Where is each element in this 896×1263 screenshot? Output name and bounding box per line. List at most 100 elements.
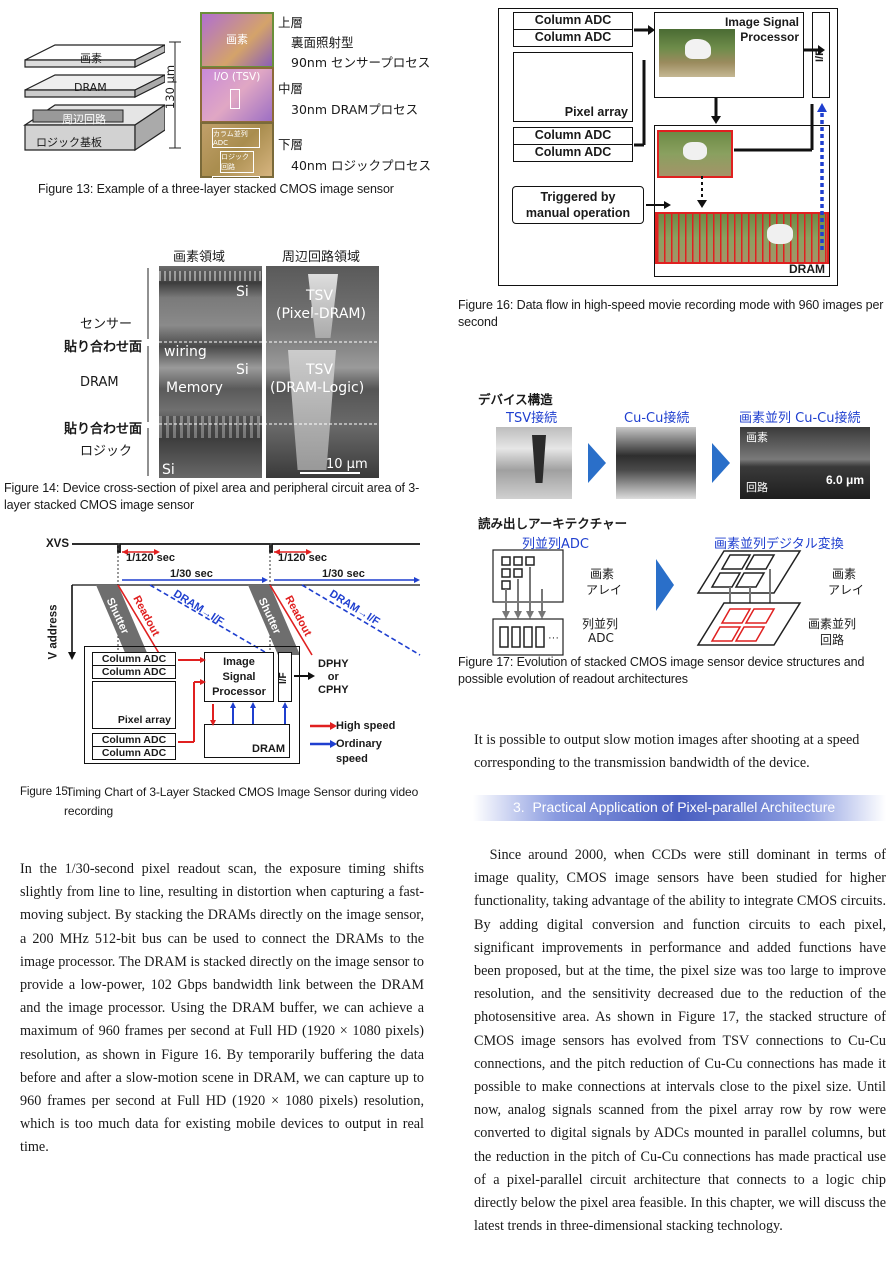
fig17-pixel-array-a-l2: アレイ (586, 583, 623, 597)
fig13-chip-top-label: 画素 (226, 33, 248, 46)
fig16-dram-photo-1 (657, 130, 733, 178)
fig15-isp-l1: Image (223, 656, 255, 668)
fig13-top-layer-line1: 裏面照射型 (291, 35, 354, 50)
fig16-dram-label: DRAM (789, 262, 825, 276)
fig15-legend-ord2: speed (336, 753, 368, 765)
fig17-pixel-circuit-l1: 画素並列 (808, 617, 857, 631)
fig13-mid-layer-line1: 30nm DRAMプロセス (291, 102, 419, 117)
fig15-block-frame (84, 646, 300, 764)
fig15-dram: DRAM (204, 724, 290, 758)
fig16-trigger: Triggered by manual operation (512, 186, 644, 224)
section-heading: 3. Practical Application of Pixel-parall… (513, 799, 836, 815)
fig16-frame (498, 8, 838, 286)
fig15-adc-2: Column ADC (92, 665, 176, 679)
fig15-isp-l3: Processor (212, 686, 266, 698)
fig14-scale-bar (300, 472, 360, 474)
fig13-chip-bot-label-3: カラム並列ADC (212, 176, 260, 196)
fig13-bot-layer-name: 下層 (278, 137, 304, 152)
fig17-tsv-title: TSV接続 (506, 411, 558, 426)
fig13-chip-top: 画素 (200, 12, 274, 68)
fig13-layer-pixel: 画素 (80, 52, 102, 65)
fig14-label-sensor: センサー (80, 317, 133, 332)
fig13-layer-logic: ロジック基板 (36, 136, 102, 149)
fig14-label-logic: ロジック (80, 444, 133, 459)
figure-14: 画素領域 周辺回路領域 センサー 貼り合わせ面 DRAM 貼り合わせ面 ロジック… (0, 240, 440, 520)
fig14-scale: 10 μm (326, 457, 368, 472)
fig17-cucu-photo (616, 427, 696, 499)
fig14-si-top: Si (236, 284, 249, 300)
fig16-dram-photo-strip (655, 212, 829, 264)
fig17-circuit-label: 回路 (746, 481, 768, 494)
fig14-col-left-title: 画素領域 (173, 250, 226, 265)
svg-text:···: ··· (548, 632, 559, 644)
fig17-arrow-2 (712, 443, 730, 483)
fig14-tsv1-a: TSV (306, 288, 334, 304)
fig13-top-layer-name: 上層 (278, 15, 304, 30)
fig16-trigger-l2: manual operation (525, 206, 631, 220)
fig16-adc-3: Column ADC (513, 127, 633, 145)
figure-15: XVS 1/120 sec 1/120 sec 1/30 sec 1/30 se… (0, 530, 440, 830)
fig15-xvs: XVS (46, 538, 70, 550)
fig13-top-layer-line2: 90nm センサープロセス (291, 55, 431, 70)
fig17-col-adc-diagram: ··· (492, 549, 564, 656)
fig13-height-bracket (169, 41, 181, 149)
fig13-bot-layer-line1: 40nm ロジックプロセス (291, 158, 431, 173)
fig16-pixel-array-label: Pixel array (564, 105, 628, 119)
fig15-block-arrows (178, 657, 337, 748)
fig14-label-dram: DRAM (80, 375, 119, 390)
fig15-dphy-l2: or (327, 671, 339, 683)
fig15-adc-4: Column ADC (92, 746, 176, 760)
fig14-wiring: wiring (164, 344, 207, 360)
fig14-left-photo (159, 266, 262, 478)
fig13-caption: Figure 13: Example of a three-layer stac… (38, 182, 394, 196)
fig13-chip-bot-label-2: ロジック回路 (220, 151, 254, 173)
fig15-adc-1: Column ADC (92, 652, 176, 666)
figure-16: Column ADC Column ADC Pixel array Column… (456, 0, 896, 340)
fig17-pixel-label: 画素 (746, 431, 768, 444)
fig14-memory: Memory (166, 380, 223, 396)
fig16-adc-1: Column ADC (513, 12, 633, 30)
fig13-height-label: 130 μm (163, 64, 178, 110)
fig17-device-title: デバイス構造 (478, 393, 553, 407)
fig15-timing-chart (68, 543, 421, 660)
fig17-col-adc-b-l2: ADC (588, 631, 614, 645)
fig15-isp: Image Signal Processor (204, 652, 274, 702)
fig14-bond-lines (159, 341, 379, 425)
fig14-tsv2-a: TSV (306, 362, 334, 378)
fig14-label-bond1: 貼り合わせ面 (64, 340, 143, 355)
fig14-tsv2-b: (DRAM-Logic) (270, 380, 365, 396)
left-paragraph: In the 1/30-second pixel readout scan, t… (20, 861, 424, 1156)
fig17-pixel-array-b-l1: 画素 (832, 567, 857, 581)
fig15-t30a: 1/30 sec (170, 568, 213, 580)
fig17-col-adc-title: 列並列ADC (522, 537, 589, 552)
fig17-pixel-digital-title: 画素並列デジタル変換 (714, 537, 844, 552)
fig16-trigger-l1: Triggered by (540, 190, 616, 204)
fig16-if: I/F (812, 12, 830, 98)
fig13-chip-bot-label-1: カラム並列ADC (212, 128, 260, 148)
fig15-caption-prefix: Figure 15: (20, 786, 71, 798)
fig15-legend-ord: Ordinary (336, 738, 382, 750)
fig17-col-adc-b-l1: 列並列 (582, 617, 619, 631)
fig15-t30b: 1/30 sec (322, 568, 365, 580)
fig15-adc-3: Column ADC (92, 733, 176, 747)
fig17-pixel-array-a-l1: 画素 (590, 567, 615, 581)
fig15-t120a: 1/120 sec (126, 552, 175, 564)
fig16-isp-l2: Processor (740, 30, 799, 44)
figure-13: 画素 DRAM 周辺回路 ロジック基板 130 μm 画素 I/O (TSV) … (0, 0, 440, 200)
fig13-chip-mid: I/O (TSV) (200, 67, 274, 123)
fig15-dphy-l1: DPHY (318, 658, 349, 670)
fig14-si-mid: Si (236, 362, 249, 378)
fig16-adc-4: Column ADC (513, 144, 633, 162)
fig16-pixel-array: Pixel array (513, 52, 633, 122)
fig14-label-bond2: 貼り合わせ面 (64, 422, 143, 437)
right-paragraph-1: It is possible to output slow motion ima… (474, 732, 860, 772)
fig15-vaddr: V address (47, 604, 60, 660)
fig17-readout-title: 読み出しアーキテクチャー (478, 517, 628, 531)
fig13-layer-periphery: 周辺回路 (62, 113, 106, 126)
fig15-t120b: 1/120 sec (278, 552, 327, 564)
fig14-tsv1-b: (Pixel-DRAM) (276, 306, 366, 322)
figure-17: デバイス構造 TSV接続 Cu-Cu接続 画素並列 Cu-Cu接続 画素 回路 … (456, 385, 896, 705)
fig17-pixel-circuit-l2: 回路 (820, 633, 845, 647)
fig15-dphy-l3: CPHY (318, 684, 349, 696)
fig14-col-right-title: 周辺回路領域 (282, 250, 361, 265)
